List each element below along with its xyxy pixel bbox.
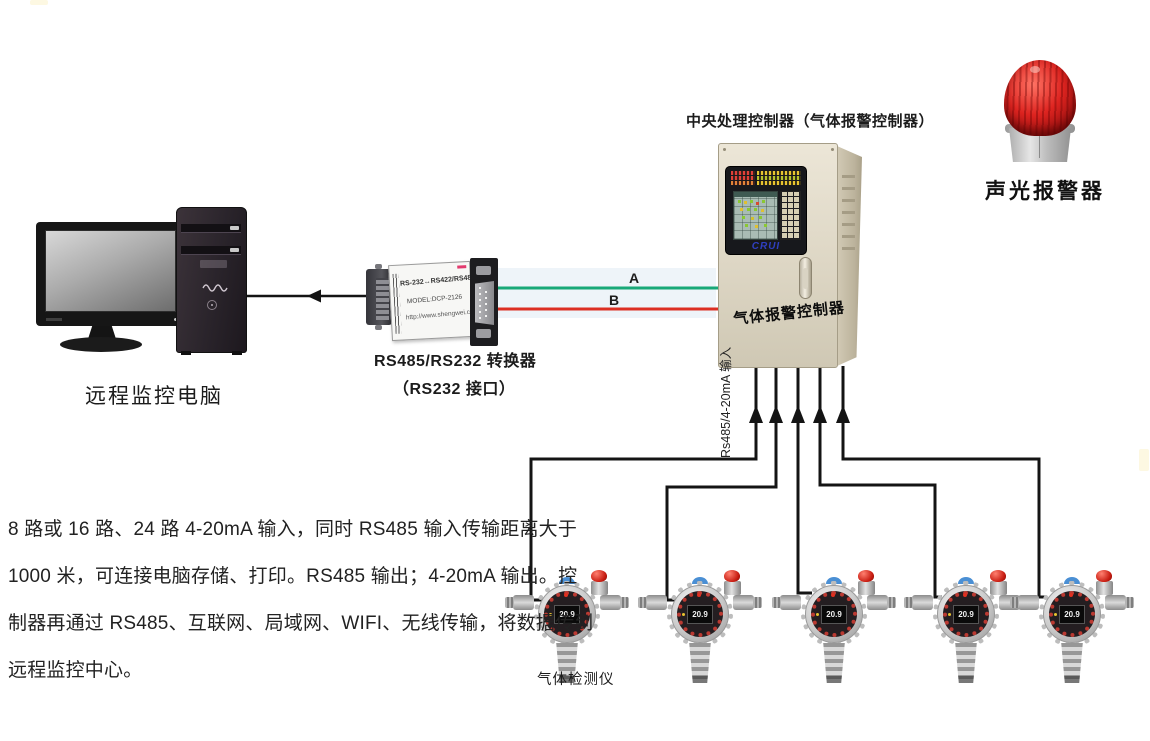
arrow-up-icon — [749, 405, 763, 423]
led-row — [731, 181, 801, 185]
controller-lcd-screen — [733, 191, 778, 240]
computer-tower — [176, 207, 247, 355]
description-line-4: 远程监控中心。 — [8, 660, 143, 681]
drive-bay — [181, 224, 241, 233]
arrow-up-icon — [813, 405, 827, 423]
tower-foot — [232, 351, 242, 355]
line-a-label: A — [629, 270, 640, 286]
controller-brand-logo: CRUI — [751, 241, 781, 252]
detector-sensor-stem — [1061, 643, 1083, 683]
monitor-screen — [45, 230, 176, 312]
rs232-rs485-converter: RS-232↔RS422/RS485 MODEL:DCP-2126 http:/… — [388, 260, 476, 342]
gas-detector-1: 20.9 — [505, 565, 629, 690]
computer-label: 远程监控电脑 — [85, 385, 223, 408]
detector-mount-right — [867, 595, 896, 610]
db9-nut — [476, 329, 491, 338]
arrow-up-icon — [769, 405, 783, 423]
detector-mount-right — [733, 595, 762, 610]
detector-mount-left — [772, 595, 801, 610]
cabinet-handle — [799, 257, 812, 299]
power-button-icon — [207, 300, 217, 310]
tower-foot — [181, 351, 191, 355]
detector-display: 20.9 — [549, 605, 580, 624]
led-row — [731, 171, 801, 175]
detector-top-cap — [958, 577, 974, 584]
detector-display: 20.9 — [1054, 605, 1085, 624]
controller-title: 中央处理控制器（气体报警控制器） — [686, 113, 935, 130]
description-line-3: 制器再通过 RS485、互联网、局域网、WIFI、无线传输，将数据传到 — [8, 613, 594, 634]
wire-detector-3 — [796, 366, 812, 595]
gas-detector-4: 20.9 — [904, 565, 1028, 690]
alarm-beacon-icon — [1004, 60, 1076, 136]
detector-alarm-light-icon — [591, 570, 608, 595]
arrow-up-icon — [836, 405, 850, 423]
monitor-brand-mark — [46, 318, 62, 321]
detector-mount-right — [1105, 595, 1134, 610]
drive-bay — [181, 246, 241, 255]
converter-port-caption: （RS232 接口） — [393, 381, 516, 398]
watermark-smudge — [30, 0, 48, 5]
detector-sensor-stem — [823, 643, 845, 683]
converter-db9-male — [470, 258, 498, 346]
detector-alarm-light-icon — [1096, 570, 1113, 595]
converter-model-line1: RS-232↔RS422/RS485 — [399, 274, 476, 288]
line-b-label: B — [609, 292, 620, 308]
detector-sensor-stem — [556, 643, 578, 683]
detector-top-cap — [692, 577, 708, 584]
bus-input-label: Rs485/4-20mA 输入 — [719, 346, 733, 458]
gas-detector-5: 20.9 — [1010, 565, 1134, 690]
detector-mount-right — [600, 595, 629, 610]
controller-keypad — [780, 191, 801, 240]
detector-top-cap — [826, 577, 842, 584]
detector-display: 20.9 — [948, 605, 979, 624]
description-line-2: 1000 米，可连接电脑存储、打印。RS485 输出；4-20mA 输出。控 — [8, 566, 578, 587]
arrow-up-icon — [791, 405, 805, 423]
detector-mount-left — [638, 595, 667, 610]
converter-model-line2: MODEL:DCP-2126 — [406, 293, 463, 306]
beacon-label: 声光报警器 — [985, 180, 1105, 203]
detector-sensor-stem — [689, 643, 711, 683]
watermark-smudge — [1139, 449, 1149, 471]
converter-db9-female — [366, 264, 392, 325]
arrow-to-pc-icon — [307, 289, 321, 303]
controller-led-indicators — [731, 171, 801, 188]
converter-red-mark — [457, 265, 467, 269]
description-line-1: 8 路或 16 路、24 路 4-20mA 输入，同时 RS485 输入传输距离… — [8, 519, 578, 540]
detector-mount-left — [904, 595, 933, 610]
tower-logo-icon — [202, 282, 228, 292]
gas-detector-3: 20.9 — [772, 565, 896, 690]
detector-sensor-stem — [955, 643, 977, 683]
tower-brand-mark — [200, 260, 227, 268]
detector-top-cap — [559, 577, 575, 584]
converter-caption: RS485/RS232 转换器 — [374, 353, 537, 370]
db9-pin-face — [475, 281, 494, 325]
detector-mount-left — [505, 595, 534, 610]
monitor-stand — [88, 326, 116, 339]
detector-display: 20.9 — [816, 605, 847, 624]
detector-caption: 气体检测仪 — [537, 672, 615, 688]
db9-nut — [476, 266, 491, 275]
detector-alarm-light-icon — [858, 570, 875, 595]
speaker-grille-icon — [842, 168, 855, 250]
wire-detector-4 — [818, 366, 942, 599]
detector-top-cap — [1064, 577, 1080, 584]
wire-detector-5 — [841, 366, 1046, 599]
computer-monitor — [36, 222, 186, 326]
gas-detector-2: 20.9 — [638, 565, 762, 690]
detector-alarm-light-icon — [724, 570, 741, 595]
detector-display: 20.9 — [682, 605, 713, 624]
converter-model-line3: http://www.shengwei.cc — [405, 308, 474, 322]
detector-alarm-light-icon — [990, 570, 1007, 595]
detector-mount-left — [1010, 595, 1039, 610]
led-row — [731, 176, 801, 180]
monitor-base — [60, 337, 142, 352]
